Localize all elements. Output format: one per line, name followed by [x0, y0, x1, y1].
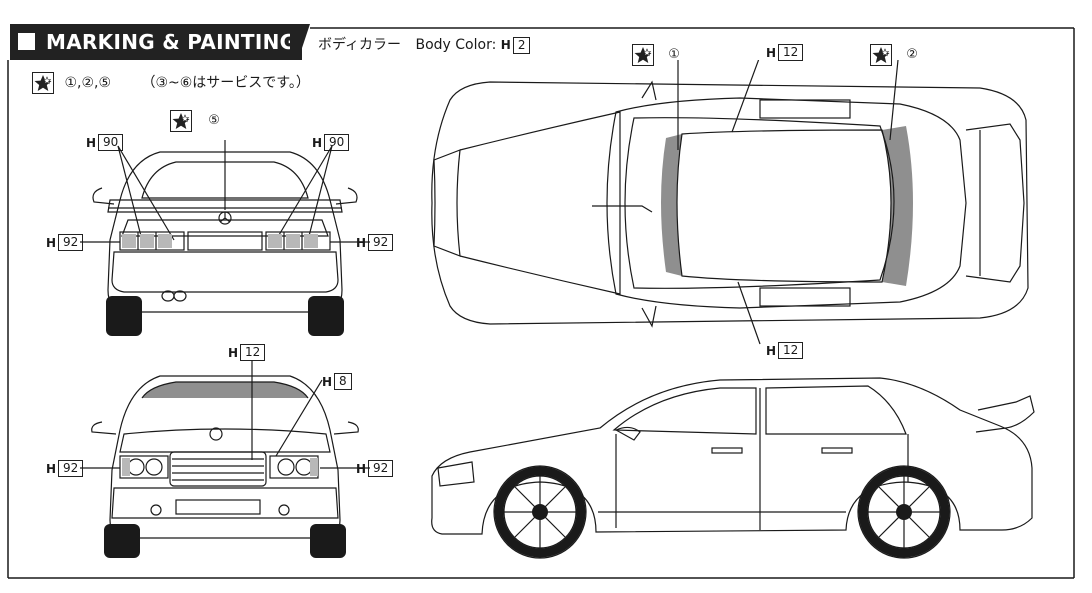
header-square-icon [18, 33, 35, 50]
body-color-code: H 2 [500, 36, 531, 54]
star-mark-icon [632, 44, 654, 66]
top-view-drawing [431, 60, 1029, 345]
note-marks: ①,②,⑤ [64, 75, 112, 91]
body-color-en: Body Color: [415, 37, 497, 53]
mark-number: ① [668, 47, 680, 62]
mark-number: ⑤ [208, 113, 220, 128]
star-mark-icon [870, 44, 892, 66]
section-header: MARKING & PAINTING [10, 24, 302, 60]
star-mark-icon [32, 72, 54, 94]
marking-note: ①,②,⑤ （③~⑥はサービスです。） [32, 72, 310, 94]
header-slant [290, 24, 310, 60]
star-mark-icon [170, 110, 192, 132]
body-color-jp: ボディカラー [318, 37, 402, 53]
side-view-drawing [431, 377, 1035, 559]
top-mark1-label: ① [632, 44, 683, 66]
note-service: （③~⑥はサービスです。） [141, 75, 310, 91]
front-view-drawing [80, 360, 370, 558]
top-mark2-label: ② [870, 44, 921, 66]
body-color-label: ボディカラー Body Color: H 2 [318, 34, 531, 54]
section-title: MARKING & PAINTING [46, 30, 297, 54]
rear-view-drawing [80, 140, 370, 336]
mark-number: ② [906, 47, 918, 62]
code-prefix: H [500, 38, 511, 52]
rear-mark-label: ⑤ [170, 110, 223, 132]
code-value: 2 [512, 36, 531, 54]
